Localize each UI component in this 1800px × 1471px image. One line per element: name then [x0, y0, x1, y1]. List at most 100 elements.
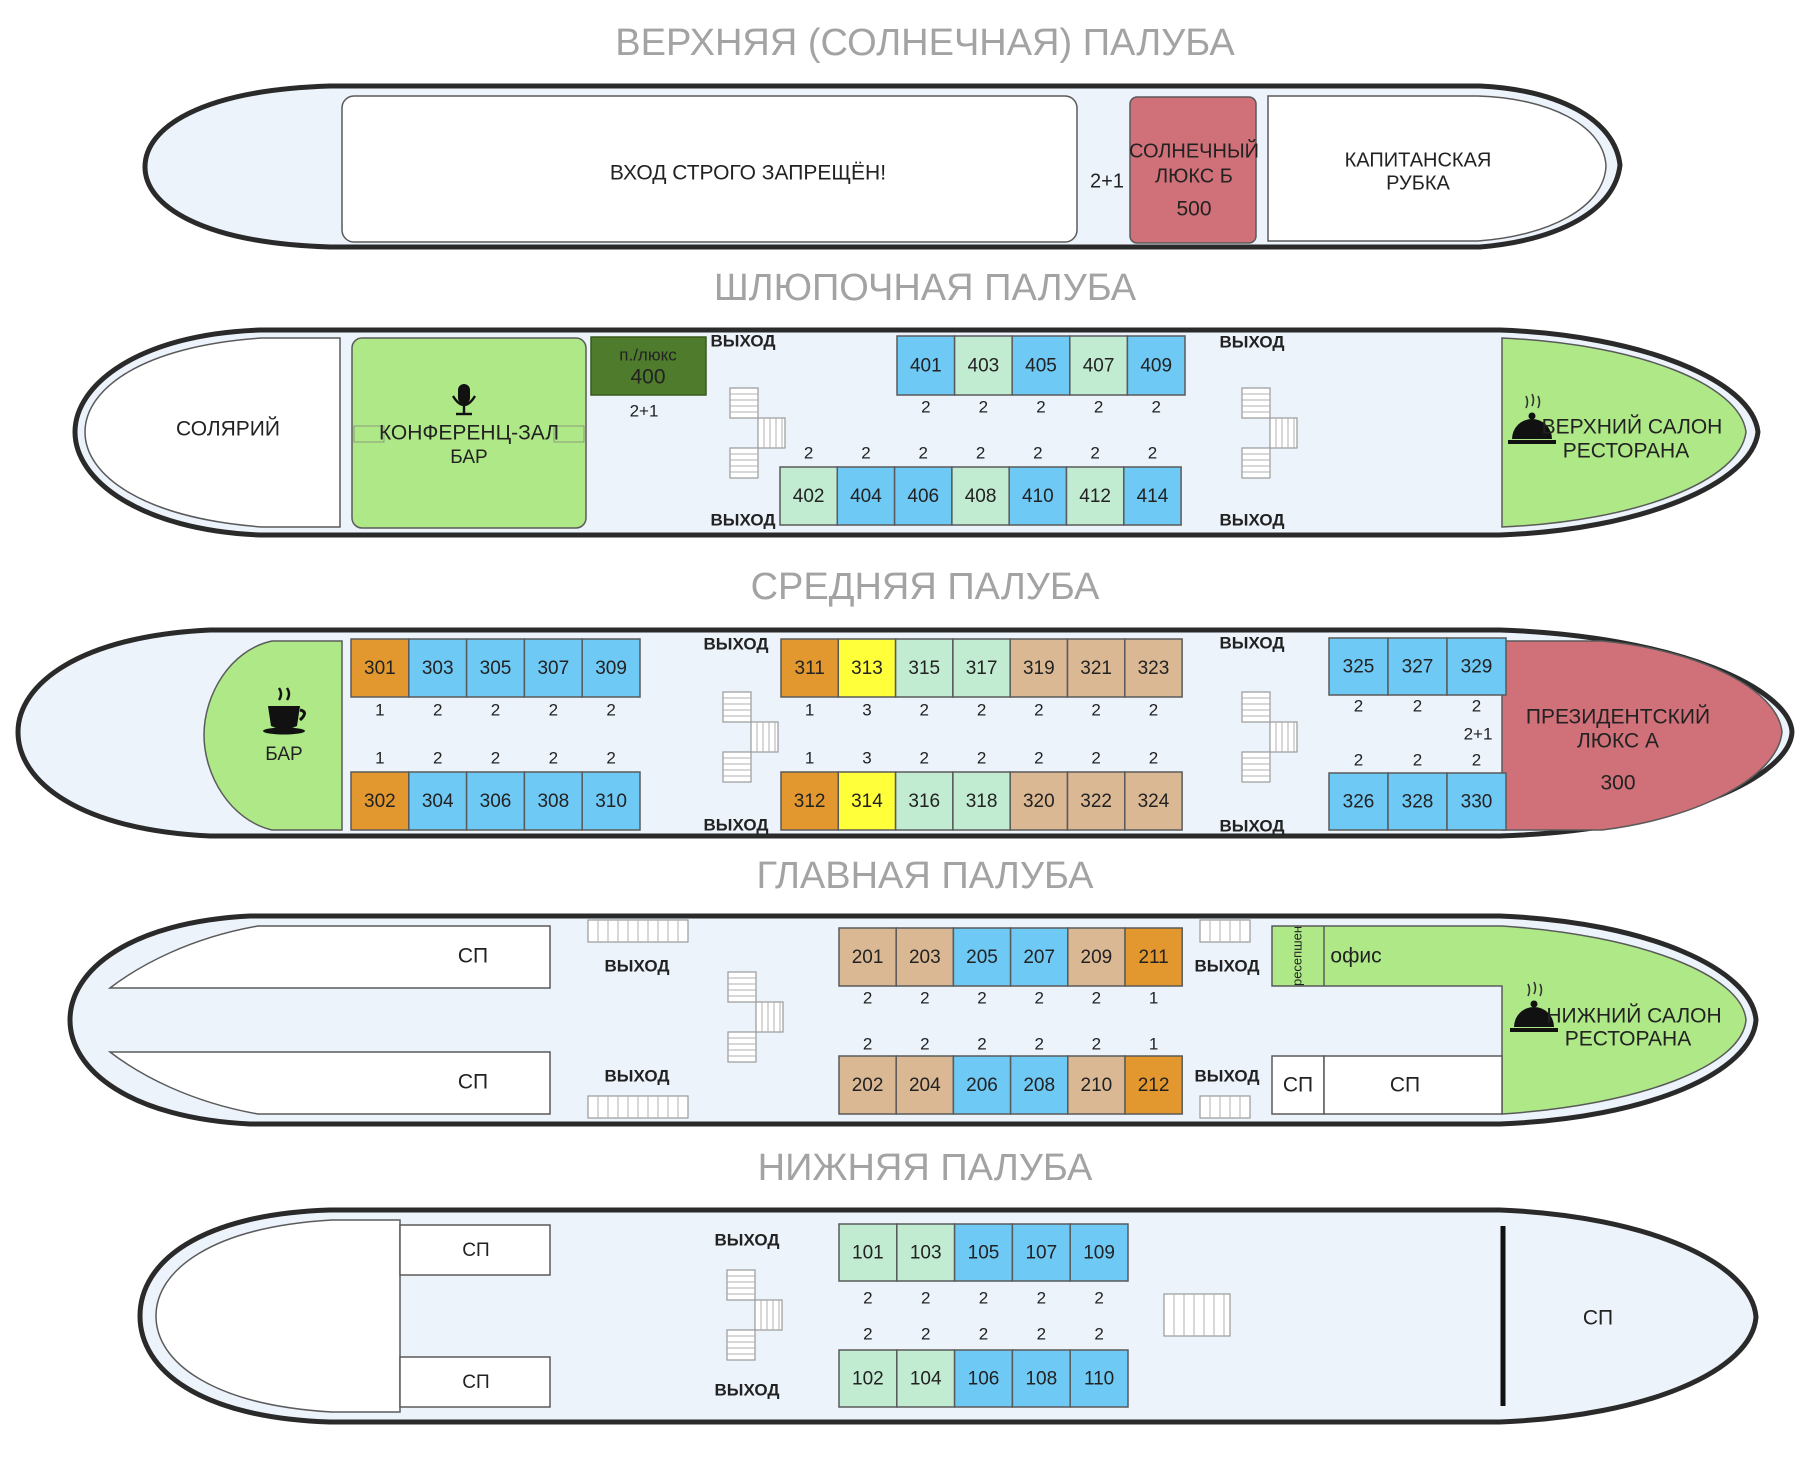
cabin-number: 202 — [852, 1075, 884, 1096]
crew-label: СП — [462, 1372, 489, 1393]
cabin-occupancy: 2 — [977, 700, 986, 719]
cabin-314[interactable] — [837, 771, 897, 831]
exit-label: ВЫХОД — [715, 1380, 780, 1399]
cabin-number: 206 — [966, 1075, 998, 1096]
cabin-310[interactable] — [581, 771, 641, 831]
cabin-number: 309 — [595, 658, 627, 679]
cabin-occupancy: 2 — [979, 1324, 988, 1343]
cabin-316[interactable] — [894, 771, 954, 831]
cabin-406[interactable] — [893, 466, 953, 526]
exit-label: ВЫХОД — [711, 331, 776, 350]
cabin-409[interactable] — [1126, 335, 1186, 396]
cabin-occupancy: 2 — [1034, 1034, 1043, 1053]
semi-suite-400[interactable] — [590, 336, 707, 396]
cabin-408[interactable] — [951, 466, 1010, 526]
cabin-occupancy: 2 — [606, 748, 615, 767]
cabin-410[interactable] — [1008, 466, 1068, 526]
cabin-occupancy: 2 — [1354, 750, 1363, 769]
cabin-110[interactable] — [1069, 1349, 1129, 1408]
cabin-number: 307 — [537, 658, 569, 679]
cabin-403[interactable] — [953, 335, 1013, 396]
cabin-414[interactable] — [1123, 466, 1182, 526]
cabin-109[interactable] — [1069, 1223, 1129, 1282]
cabin-321[interactable] — [1066, 638, 1126, 698]
cabin-401[interactable] — [896, 335, 956, 396]
cabin-327[interactable] — [1387, 637, 1448, 696]
exit-label: ВЫХОД — [711, 510, 776, 529]
conference-label: КОНФЕРЕНЦ-ЗАЛ — [379, 422, 559, 445]
presidential-suite-occupancy: 2+1 — [1464, 724, 1493, 743]
cabin-329[interactable] — [1446, 637, 1507, 696]
cabin-305[interactable] — [465, 638, 526, 698]
cabin-301[interactable] — [350, 638, 410, 698]
cabin-207[interactable] — [1009, 927, 1069, 987]
cabin-104[interactable] — [896, 1349, 956, 1408]
cabin-317[interactable] — [952, 638, 1011, 698]
crew-room-large — [1323, 1055, 1503, 1115]
cabin-number: 212 — [1138, 1075, 1170, 1096]
sun-suite-number: 500 — [1176, 198, 1211, 221]
cabin-306[interactable] — [465, 771, 526, 831]
cabin-407[interactable] — [1069, 335, 1129, 396]
cabin-312[interactable] — [780, 771, 840, 831]
cabin-404[interactable] — [836, 466, 896, 526]
cabin-318[interactable] — [952, 771, 1011, 831]
cabin-208[interactable] — [1009, 1055, 1069, 1115]
presidential-suite-a[interactable] — [1501, 640, 1783, 831]
exit-label: ВЫХОД — [605, 956, 670, 975]
cabin-occupancy: 2 — [921, 397, 930, 416]
cabin-326[interactable] — [1328, 772, 1389, 831]
cabin-number: 326 — [1343, 792, 1375, 813]
cabin-323[interactable] — [1124, 638, 1183, 698]
cabin-occupancy: 3 — [862, 748, 871, 767]
lower-restaurant-label-1: НИЖНИЙ САЛОН — [1546, 1004, 1721, 1028]
cabin-402[interactable] — [779, 466, 839, 526]
cabin-309[interactable] — [581, 638, 641, 698]
captain-bridge-label-2: РУБКА — [1386, 172, 1450, 194]
cabin-308[interactable] — [523, 771, 583, 831]
cabin-205[interactable] — [952, 927, 1012, 987]
cabin-number: 410 — [1022, 486, 1054, 507]
cabin-101[interactable] — [838, 1223, 898, 1282]
cabin-311[interactable] — [780, 638, 840, 698]
crew-room-bottom — [107, 1051, 551, 1115]
cabin-number: 325 — [1343, 657, 1375, 678]
cabin-320[interactable] — [1009, 771, 1069, 831]
cabin-211[interactable] — [1124, 927, 1183, 987]
cabin-405[interactable] — [1011, 335, 1071, 396]
captain-bridge-label-1: КАПИТАНСКАЯ — [1345, 149, 1492, 171]
cabin-206[interactable] — [952, 1055, 1012, 1115]
cabin-number: 320 — [1023, 791, 1055, 812]
cabin-303[interactable] — [408, 638, 468, 698]
cabin-324[interactable] — [1124, 771, 1183, 831]
sun-suite-occupancy: 2+1 — [1090, 170, 1124, 192]
cabin-313[interactable] — [837, 638, 897, 698]
cabin-412[interactable] — [1065, 466, 1125, 526]
cabin-number: 319 — [1023, 658, 1055, 679]
cabin-204[interactable] — [895, 1055, 955, 1115]
cabin-304[interactable] — [408, 771, 468, 831]
cabin-number: 207 — [1023, 947, 1055, 968]
cabin-106[interactable] — [953, 1349, 1014, 1408]
cabin-occupancy: 2 — [921, 1324, 930, 1343]
cabin-number: 204 — [909, 1075, 941, 1096]
cabin-occupancy: 2 — [549, 700, 558, 719]
cabin-330[interactable] — [1446, 772, 1507, 831]
cabin-105[interactable] — [953, 1223, 1014, 1282]
cabin-number: 402 — [793, 486, 825, 507]
cabin-number: 407 — [1083, 356, 1115, 377]
cabin-number: 321 — [1080, 658, 1112, 679]
lower-restaurant[interactable] — [1271, 925, 1747, 1115]
cabin-319[interactable] — [1009, 638, 1069, 698]
conference-hall[interactable] — [351, 337, 587, 529]
cabin-occupancy: 2 — [863, 988, 872, 1007]
cabin-212[interactable] — [1124, 1055, 1183, 1115]
middle-bar[interactable] — [203, 640, 343, 831]
upper-restaurant[interactable] — [1501, 337, 1747, 528]
sun-suite-b[interactable] — [1129, 96, 1257, 244]
cabin-328[interactable] — [1387, 772, 1448, 831]
cabin-201[interactable] — [838, 927, 897, 987]
cabin-203[interactable] — [895, 927, 955, 987]
